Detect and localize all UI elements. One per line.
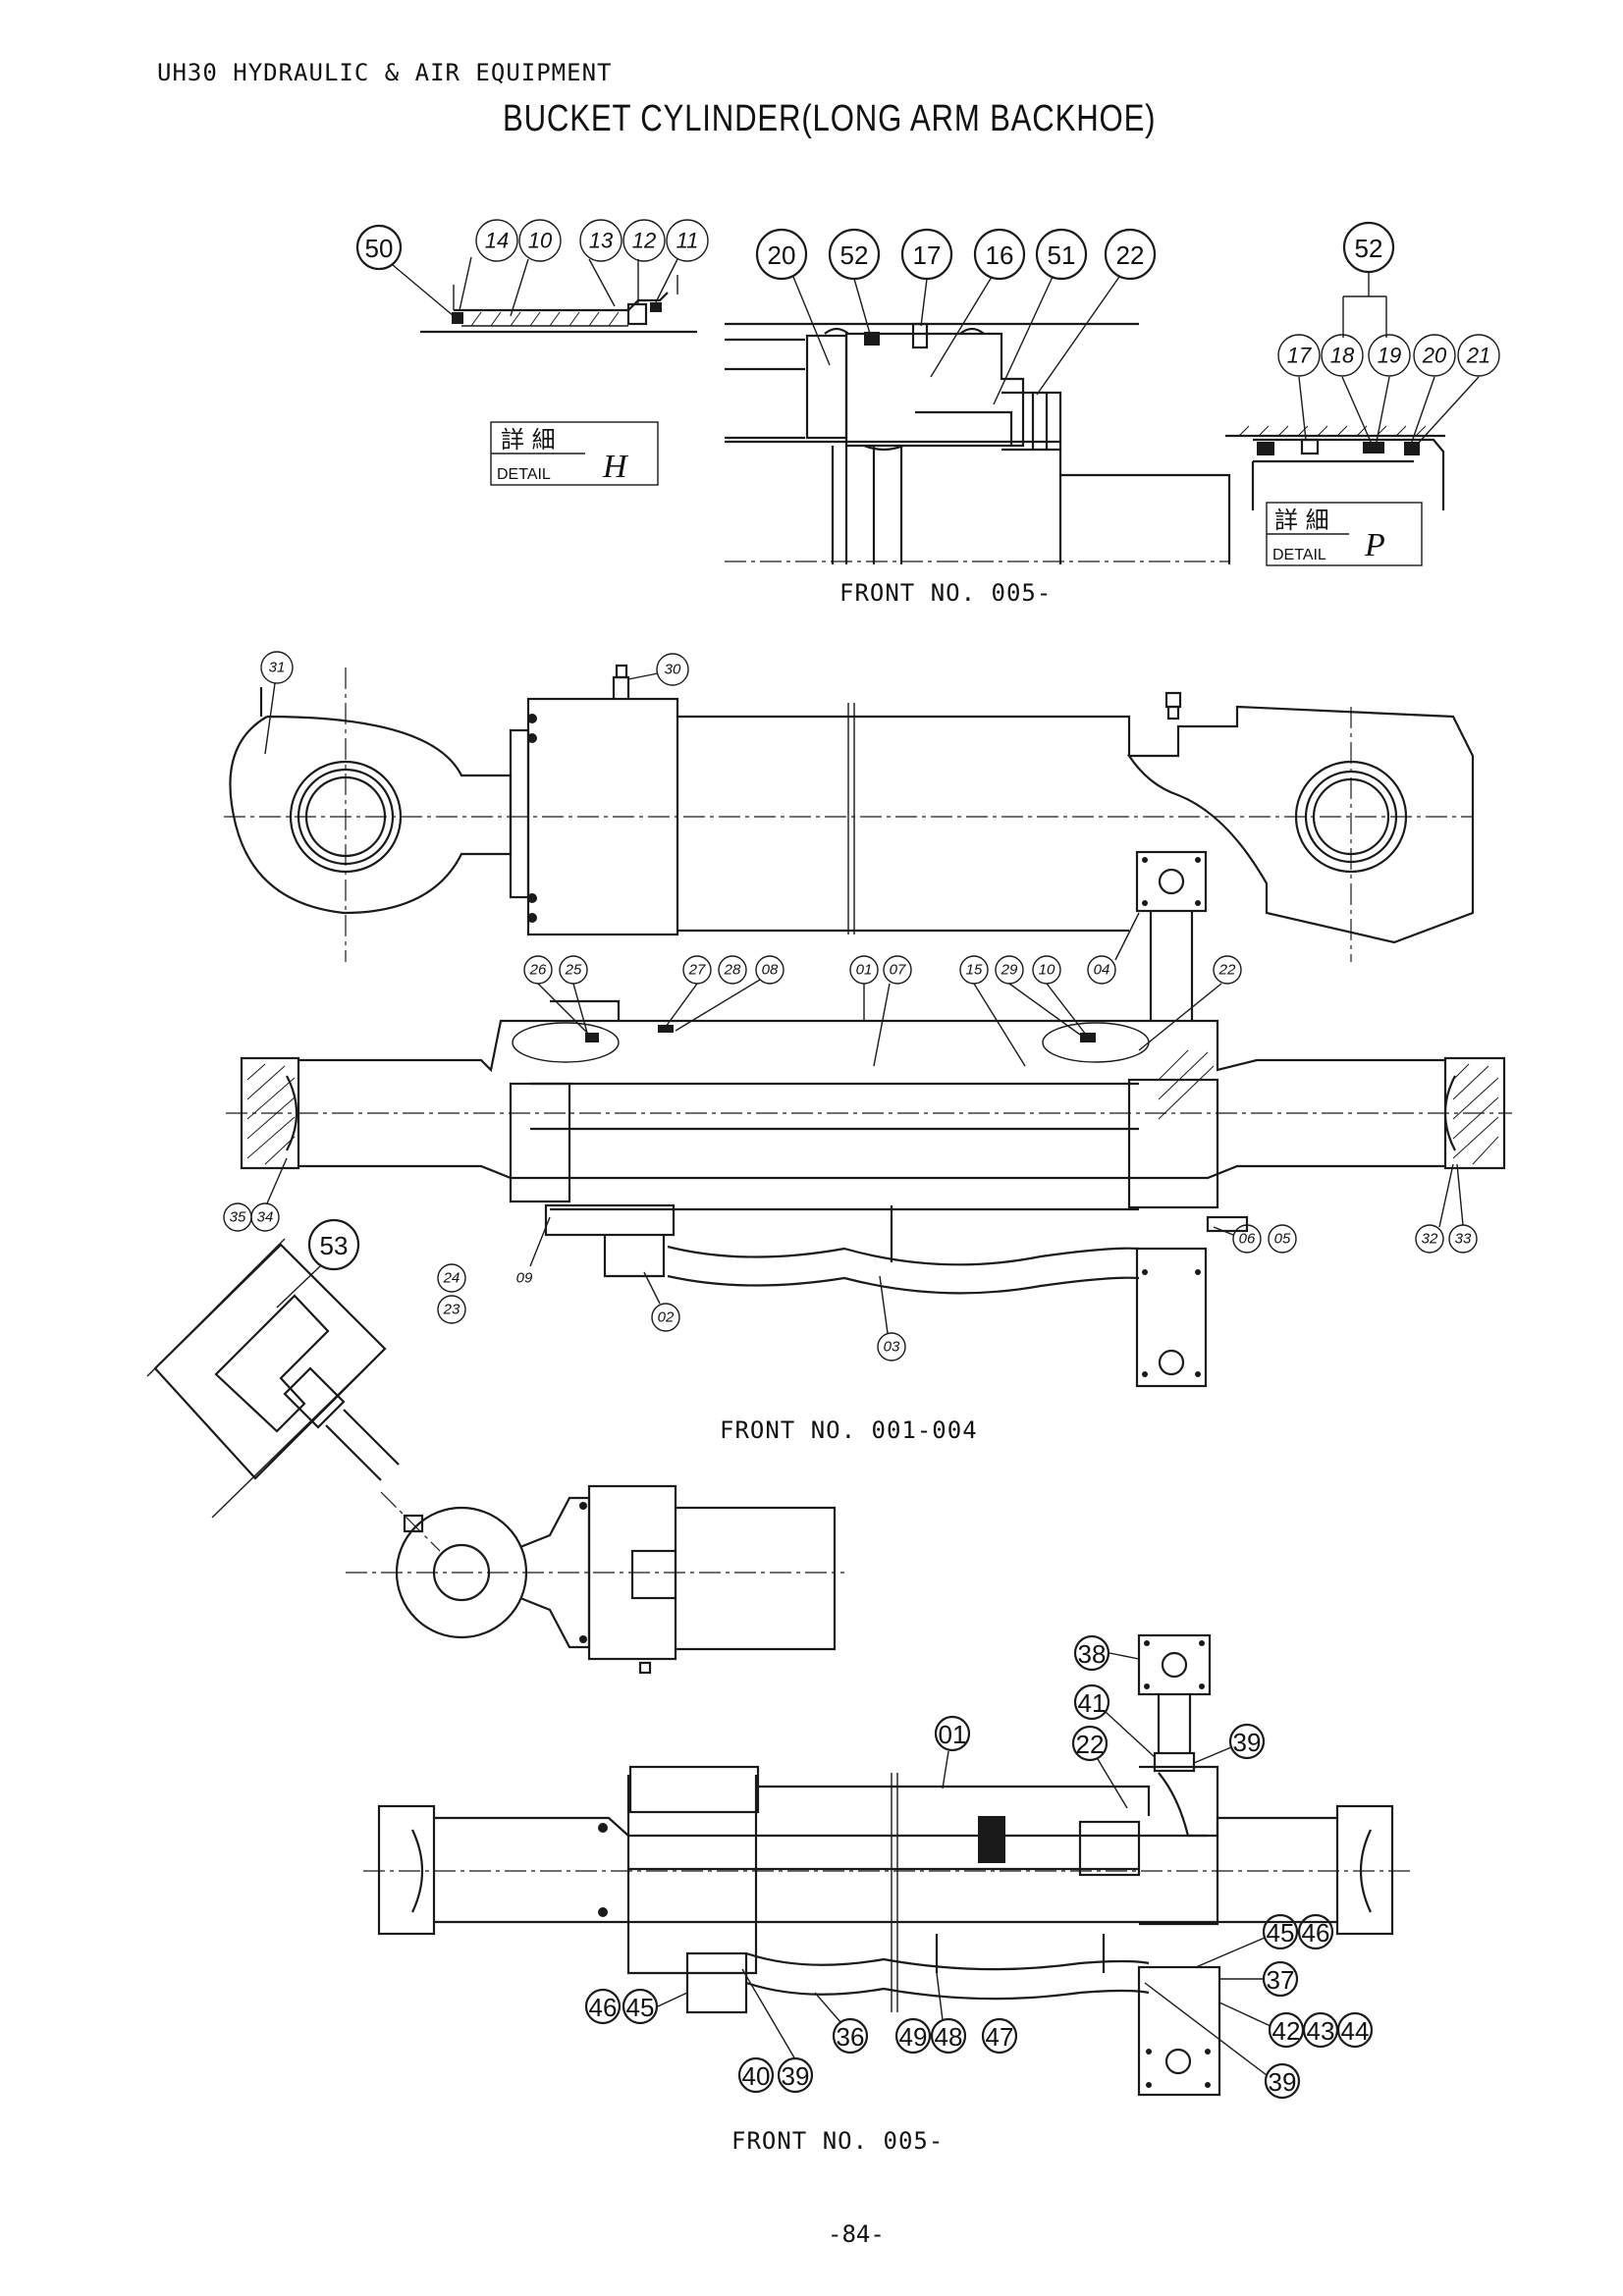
callout-24: 24: [443, 1270, 460, 1287]
callout-09: 09: [516, 1270, 533, 1287]
callout-22: 22: [1116, 240, 1145, 270]
callout-06: 06: [1239, 1231, 1256, 1248]
callout-36: 36: [837, 2022, 865, 2052]
page-number: -84-: [828, 2220, 885, 2248]
callout-07: 07: [890, 962, 906, 979]
callout-31: 31: [269, 660, 286, 676]
callout-33: 33: [1455, 1231, 1472, 1248]
callout-10: 10: [528, 229, 553, 253]
rod-gland-callouts: 20 52 17 16 51 22: [755, 228, 1157, 405]
callout-26: 26: [529, 962, 547, 979]
page-title: BUCKET CYLINDER(LONG ARM BACKHOE): [503, 98, 1157, 139]
callout-20-detail-p: 20: [1422, 344, 1447, 368]
callout-39: 39: [1233, 1728, 1262, 1757]
callout-46-right: 46: [1302, 1918, 1330, 1948]
callout-04: 04: [1094, 962, 1110, 979]
rod-gland-section: [725, 322, 1231, 564]
callout-46-left: 46: [589, 1993, 618, 2022]
callout-19: 19: [1378, 344, 1401, 368]
callout-52-detail-p: 52: [1355, 234, 1383, 263]
detail-p-label: 詳 細 DETAIL P: [1266, 502, 1423, 566]
callout-03: 03: [884, 1339, 900, 1356]
callout-17: 17: [913, 240, 942, 270]
detail-h-label: 詳 細 DETAIL H: [490, 421, 659, 486]
callout-44: 44: [1341, 2016, 1370, 2046]
caption-front-005-bottom: FRONT NO. 005-: [731, 2127, 945, 2155]
assembly-001-004-section: [226, 850, 1512, 1388]
callout-45-left: 45: [626, 1993, 655, 2022]
view-53-section: 53: [146, 1218, 400, 1519]
callout-53: 53: [320, 1231, 349, 1260]
callout-22-assembly-005: 22: [1076, 1730, 1105, 1759]
rod-eye-view: [346, 1484, 844, 1675]
callout-20: 20: [768, 240, 796, 270]
callout-32: 32: [1422, 1231, 1438, 1248]
document-header: UH30 HYDRAULIC & AIR EQUIPMENT: [157, 59, 613, 86]
callout-25: 25: [565, 962, 582, 979]
detail-p-view: [1225, 425, 1445, 510]
callout-35: 35: [230, 1209, 246, 1226]
callout-45-right: 45: [1267, 1918, 1295, 1948]
detail-p-letter: P: [1364, 527, 1385, 563]
assembly-005-callouts: 38 41 39 01 22 45 46 37 42 43 44 46 45: [584, 1634, 1374, 2100]
callout-30: 30: [665, 662, 681, 678]
callout-52: 52: [840, 240, 869, 270]
detail-h-callouts: 50 14 10 13 12 11: [355, 219, 709, 317]
callout-40: 40: [742, 2061, 771, 2091]
callout-23: 23: [443, 1302, 460, 1318]
callout-43: 43: [1307, 2016, 1335, 2046]
callout-01: 01: [856, 962, 873, 979]
detail-h-kanji: 詳 細: [501, 426, 556, 454]
callout-39-right: 39: [1269, 2067, 1297, 2097]
callout-02: 02: [658, 1309, 675, 1326]
callout-14: 14: [485, 229, 509, 253]
callout-05: 05: [1274, 1231, 1291, 1248]
callout-39-left: 39: [782, 2061, 810, 2091]
detail-p-word: DETAIL: [1272, 547, 1326, 563]
assembly-005-section: [363, 1633, 1414, 2097]
detail-h-word: DETAIL: [497, 466, 551, 483]
callout-12: 12: [632, 229, 656, 253]
callout-50: 50: [365, 234, 394, 263]
callout-48: 48: [935, 2022, 963, 2052]
callout-38: 38: [1078, 1639, 1107, 1669]
detail-p-kanji: 詳 細: [1274, 507, 1329, 534]
detail-h-letter: H: [602, 449, 629, 485]
callout-13: 13: [589, 229, 614, 253]
detail-h-view: [420, 275, 697, 334]
callout-22-assembly: 22: [1218, 962, 1236, 979]
callout-28: 28: [724, 962, 741, 979]
callout-51: 51: [1048, 240, 1076, 270]
detail-p-callouts: 52 17 18 19 20 21: [1277, 221, 1500, 445]
assembly-001-004-callouts: 31 30 26 25 27 28 08 01 07 15 29 10 0: [223, 651, 1478, 1362]
callout-37: 37: [1267, 1965, 1295, 1995]
callout-49: 49: [899, 2022, 928, 2052]
callout-10-assembly: 10: [1039, 962, 1055, 979]
callout-08: 08: [762, 962, 779, 979]
callout-47: 47: [986, 2022, 1014, 2052]
callout-34: 34: [257, 1209, 274, 1226]
callout-29: 29: [1001, 962, 1018, 979]
callout-17-detail-p: 17: [1287, 344, 1312, 368]
callout-41: 41: [1078, 1688, 1107, 1718]
callout-18: 18: [1330, 344, 1355, 368]
assembly-001-004-top-view: [224, 664, 1475, 962]
callout-42: 42: [1272, 2016, 1301, 2046]
callout-21: 21: [1466, 344, 1490, 368]
callout-01-assembly-005: 01: [939, 1720, 967, 1749]
caption-front-005-top: FRONT NO. 005-: [839, 579, 1053, 607]
caption-front-001-004: FRONT NO. 001-004: [720, 1416, 978, 1444]
callout-11: 11: [676, 229, 699, 253]
callout-15: 15: [966, 962, 983, 979]
callout-27: 27: [688, 962, 706, 979]
callout-16: 16: [986, 240, 1014, 270]
